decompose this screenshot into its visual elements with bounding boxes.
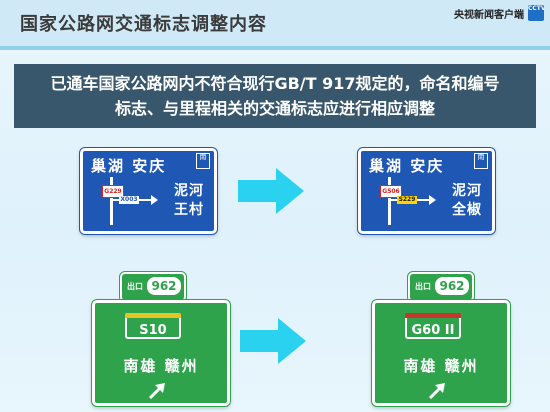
direction-box: 南 [474, 153, 488, 169]
banner-line-1: 已通车国家公路网内不符合现行GB/T 917规定的，命名和编号 [50, 74, 500, 93]
route-shield: G229 [102, 185, 124, 198]
route-shield: G506 [380, 185, 402, 198]
header-divider [0, 46, 550, 50]
description-banner: 已通车国家公路网内不符合现行GB/T 917规定的，命名和编号 标志、与里程相关… [14, 64, 536, 128]
branch-code: S229 [397, 196, 417, 204]
sign-right-line-2: 王村 [174, 202, 204, 218]
diagonal-arrow-icon [148, 383, 165, 399]
exit-sign-after: 出口 962 [408, 272, 474, 302]
sign-top-destinations: 巢湖 安庆 [91, 157, 167, 175]
sign-destinations: 南雄 赣州 [403, 357, 479, 375]
expressway-sign-before: S10 南雄 赣州 [92, 300, 230, 406]
sign-right-line-2: 全椒 [452, 202, 482, 218]
branch-arrow-head-icon [151, 195, 158, 205]
banner-line-2: 标志、与里程相关的交通标志应进行相应调整 [114, 99, 435, 118]
exit-number: 962 [147, 277, 181, 295]
route-marker-top [405, 313, 461, 318]
exit-label: 出口 [127, 282, 143, 291]
branch-code: X003 [119, 196, 139, 204]
sign-right-line-1: 泥河 [174, 183, 204, 199]
exit-label: 出口 [415, 282, 431, 291]
expressway-sign-after: G60 II 南雄 赣州 [372, 300, 510, 406]
route-marker-top [125, 313, 181, 318]
sign-top-destinations: 巢湖 安庆 [369, 157, 445, 175]
exit-sign-before: 出口 962 [120, 272, 186, 302]
blue-guide-sign-after: 巢湖 安庆 南 G506 S229 泥河 全椒 [358, 148, 495, 234]
arrow-stem [110, 177, 113, 225]
sign-destinations: 南雄 赣州 [123, 357, 199, 375]
arrow-stem [388, 177, 391, 225]
diagonal-arrow-icon [428, 383, 445, 399]
direction-box: 南 [196, 153, 210, 169]
branch-arrow-head-icon [429, 195, 436, 205]
exit-number: 962 [435, 277, 469, 295]
right-arrow-icon [240, 318, 306, 364]
page-title: 国家公路网交通标志调整内容 [20, 14, 267, 35]
blue-guide-sign-before: 巢湖 安庆 南 G229 X003 泥河 王村 [80, 148, 217, 234]
sign-right-line-1: 泥河 [452, 183, 482, 199]
brand: 央视新闻客户端 CCTV [454, 5, 544, 21]
brand-name: 央视新闻客户端 [454, 9, 524, 21]
header: 国家公路网交通标志调整内容 央视新闻客户端 CCTV [0, 0, 550, 46]
cctv-logo-icon: CCTV [528, 5, 544, 21]
right-arrow-icon [238, 168, 304, 214]
